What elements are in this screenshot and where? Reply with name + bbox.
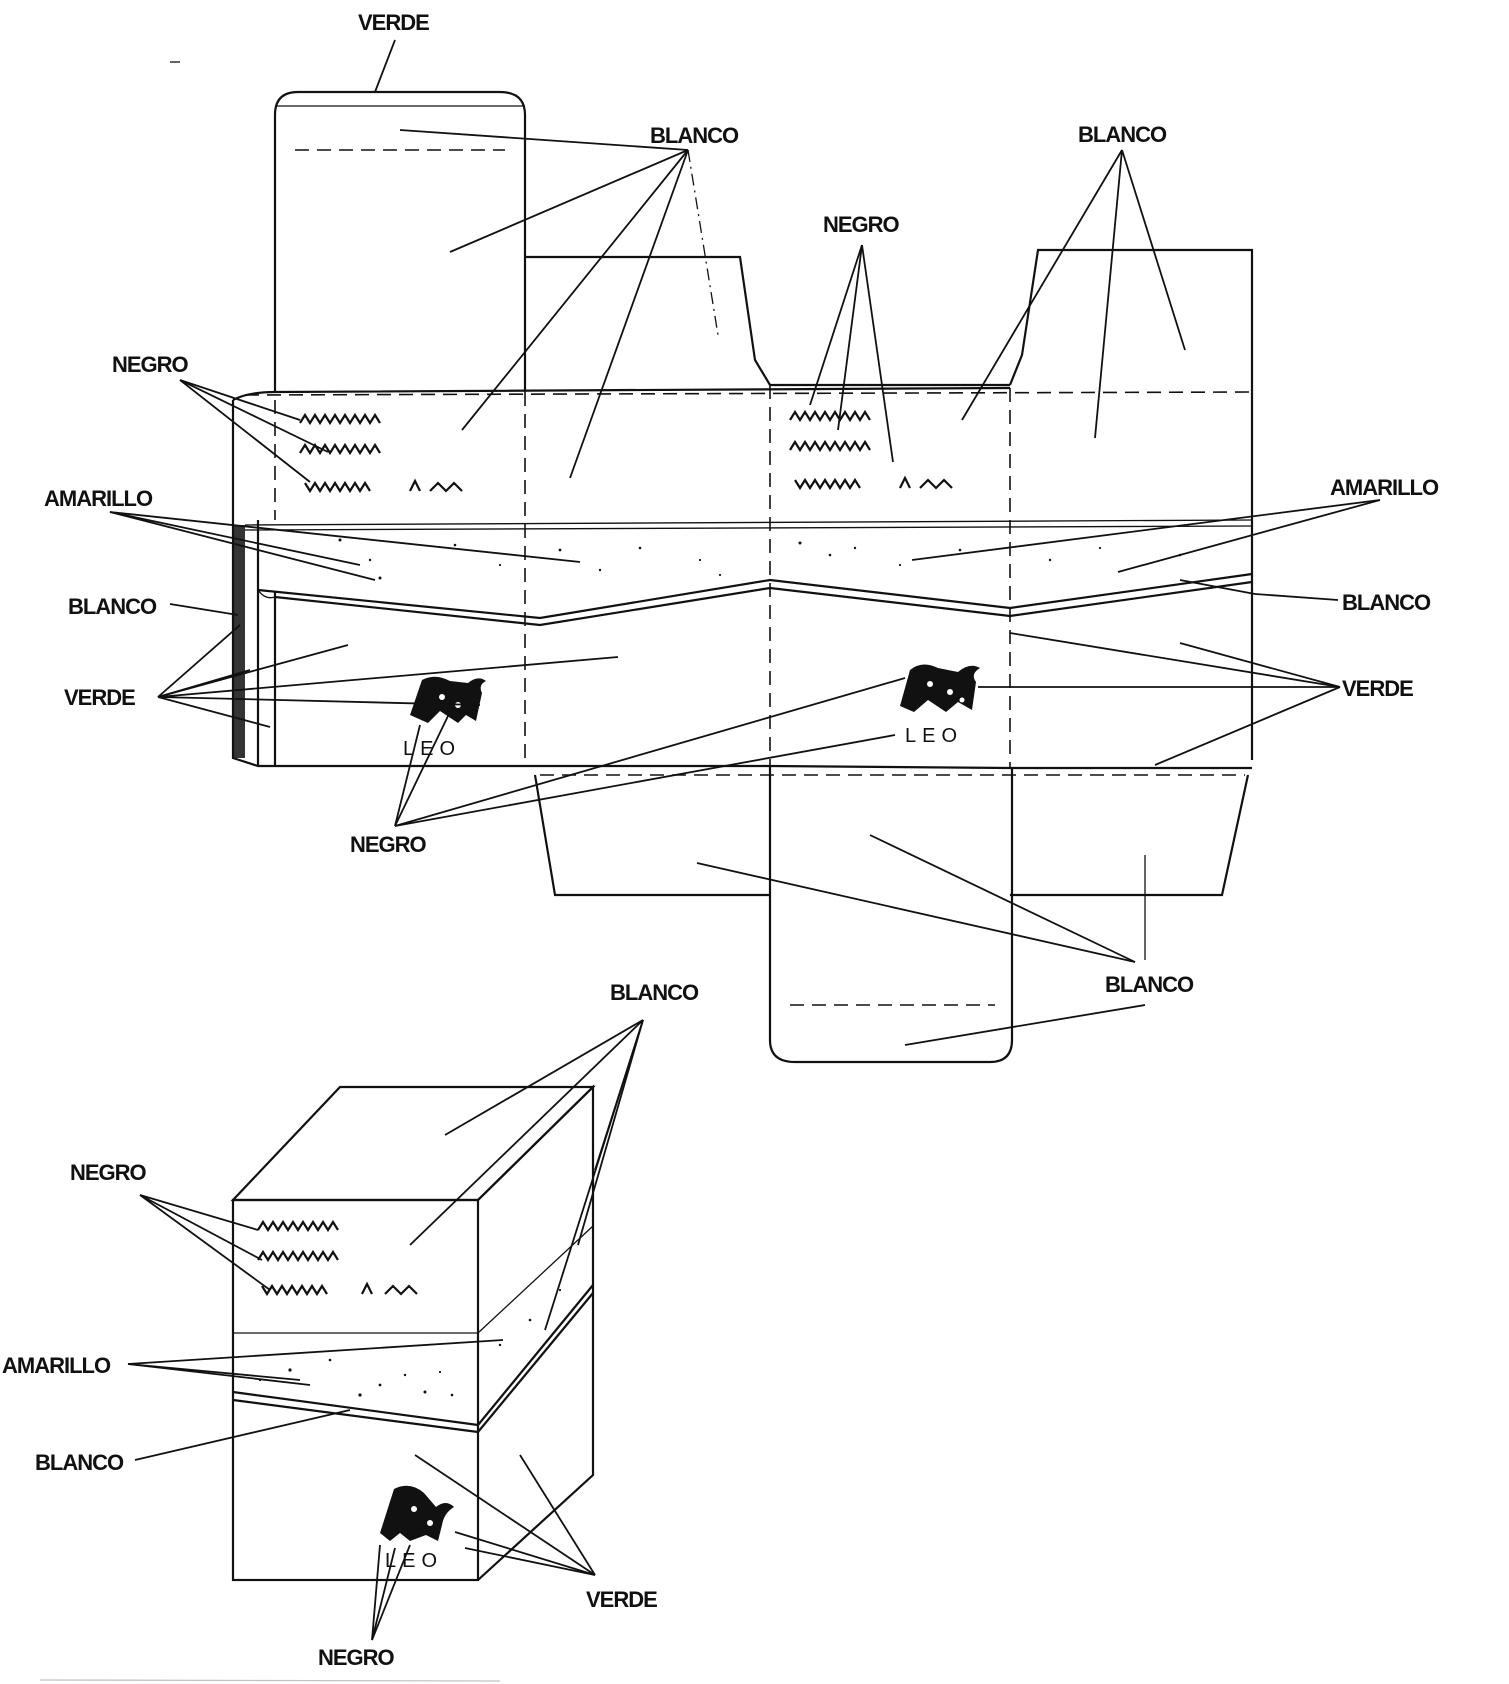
label-blanco-top-center: BLANCO	[650, 123, 739, 148]
label-blanco-top-right: BLANCO	[1078, 122, 1167, 147]
lower-dust-flap-left	[533, 774, 770, 897]
wavy-text-icon	[298, 413, 382, 425]
label-amarillo-left: AMARILLO	[44, 486, 153, 511]
label-blanco-left: BLANCO	[68, 594, 157, 619]
box-label-blanco-band: BLANCO	[35, 1450, 124, 1475]
brand-label-center: LEO	[905, 725, 963, 747]
lion-logo-icon	[900, 664, 980, 712]
diagonal-band-upper	[257, 572, 1253, 620]
box-label-negro-bottom: NEGRO	[318, 1645, 395, 1670]
bottom-tuck-flap	[768, 766, 1014, 1064]
box-brand-label: LEO	[385, 1550, 443, 1572]
glue-flap	[233, 525, 245, 758]
label-blanco-right: BLANCO	[1342, 590, 1431, 615]
upper-dust-flap-left	[525, 255, 771, 386]
net-leader-lines	[109, 39, 1381, 1046]
box-wavy-text	[256, 1220, 418, 1297]
assembled-box: LEO BLANCO NEGRO AMARILLO BLA	[2, 980, 700, 1670]
box-front-face	[231, 1198, 480, 1582]
box-label-blanco: BLANCO	[610, 980, 699, 1005]
label-negro-left: NEGRO	[112, 352, 189, 377]
amarillo-speckles	[338, 538, 1182, 580]
box-right-face	[477, 1084, 595, 1581]
label-verde-left: VERDE	[64, 685, 135, 710]
lion-logo-icon	[410, 676, 486, 723]
net-body-outline	[231, 386, 1252, 770]
diagonal-band-lower	[274, 580, 1253, 627]
box-net: LEO LEO	[44, 10, 1440, 1064]
label-amarillo-right: AMARILLO	[1330, 475, 1439, 500]
box-label-amarillo: AMARILLO	[2, 1353, 111, 1378]
label-negro-center: NEGRO	[823, 212, 900, 237]
top-tuck-flap	[273, 90, 527, 392]
box-leader-lines	[127, 1019, 644, 1641]
label-verde-top: VERDE	[358, 10, 429, 35]
lower-dust-flap-right	[1010, 774, 1250, 897]
label-blanco-bottom: BLANCO	[1105, 972, 1194, 997]
label-negro-bottom: NEGRO	[350, 832, 427, 857]
wavy-text-center	[788, 410, 953, 491]
box-amarillo-speckles	[258, 1288, 562, 1397]
wavy-text-left	[298, 413, 463, 494]
box-top-face	[230, 1085, 596, 1202]
box-label-negro: NEGRO	[70, 1160, 147, 1185]
box-label-verde: VERDE	[586, 1587, 657, 1612]
upper-dust-flap-right	[1008, 248, 1254, 760]
label-verde-right: VERDE	[1342, 676, 1413, 701]
lion-logo-icon	[380, 1485, 454, 1541]
